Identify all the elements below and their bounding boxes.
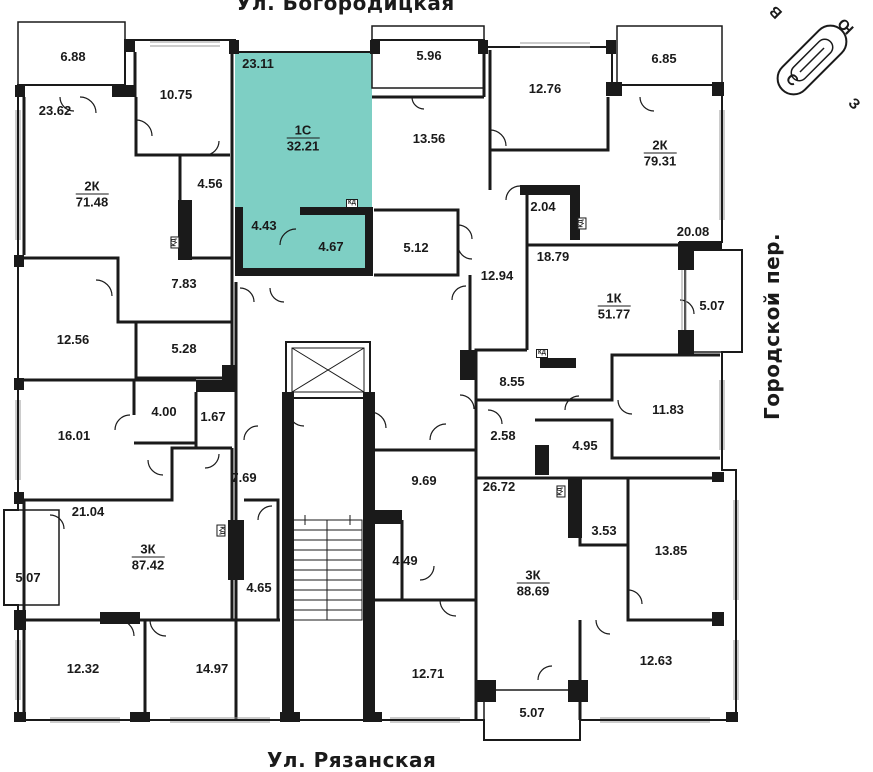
room-area: 12.94 <box>480 268 514 283</box>
room-area: 12.32 <box>66 661 100 676</box>
compass <box>776 24 848 96</box>
room-area: 4.43 <box>251 218 277 233</box>
apartment-1k-label[interactable]: 1К 51.77 <box>597 291 631 322</box>
room-area: 4.65 <box>246 580 272 595</box>
apartment-2k-left-label[interactable]: 2К 71.48 <box>75 179 109 210</box>
room-area: 5.07 <box>15 570 41 585</box>
room-area: 4.95 <box>572 438 598 453</box>
room-area: 4.56 <box>197 176 223 191</box>
street-label-bottom: Ул. Рязанская <box>267 748 437 772</box>
apartment-area: 71.48 <box>75 194 109 210</box>
kd-marker: КД <box>216 524 226 537</box>
apartment-number: 1С <box>286 123 320 139</box>
apartment-number: 3К <box>131 542 165 558</box>
apartment-number: 3К <box>516 568 550 584</box>
room-area: 5.07 <box>699 298 725 313</box>
kd-marker: КД <box>556 485 566 498</box>
apartment-number: 2К <box>75 179 109 195</box>
kd-marker: КД <box>170 236 180 249</box>
room-area: 4.49 <box>392 553 418 568</box>
room-area: 7.69 <box>231 470 257 485</box>
room-area: 5.28 <box>171 341 197 356</box>
room-area: 4.67 <box>318 239 344 254</box>
street-label-right: Городской пер. <box>760 232 784 420</box>
room-area: 5.07 <box>519 705 545 720</box>
apartment-3k-left-label[interactable]: 3К 87.42 <box>131 542 165 573</box>
room-area: 10.75 <box>159 87 193 102</box>
room-area: 12.56 <box>56 332 90 347</box>
room-area: 23.62 <box>38 103 72 118</box>
room-area: 26.72 <box>482 479 516 494</box>
apartment-1c-label[interactable]: 1С 32.21 <box>286 123 320 154</box>
room-area: 12.71 <box>411 666 445 681</box>
room-area: 2.58 <box>490 428 516 443</box>
room-area: 3.53 <box>591 523 617 538</box>
room-area: 23.11 <box>242 56 274 71</box>
room-area: 18.79 <box>536 249 570 264</box>
room-area: 13.56 <box>412 131 446 146</box>
room-area: 14.97 <box>195 661 229 676</box>
apartment-3k-right-label[interactable]: 3К 88.69 <box>516 568 550 599</box>
room-area: 1.67 <box>200 409 226 424</box>
room-area: 7.83 <box>171 276 197 291</box>
apartment-area: 51.77 <box>597 306 631 322</box>
room-area: 11.83 <box>652 402 684 417</box>
apartment-area: 88.69 <box>516 583 550 599</box>
elevator <box>285 341 371 399</box>
room-area: 4.00 <box>151 404 177 419</box>
street-label-top: Ул. Богородицкая <box>236 0 455 15</box>
apartment-number: 2К <box>643 138 677 154</box>
room-area: 8.55 <box>499 374 525 389</box>
apartment-area: 79.31 <box>643 153 677 169</box>
room-area: 16.01 <box>57 428 91 443</box>
room-area: 12.76 <box>528 81 562 96</box>
room-area: 5.12 <box>403 240 429 255</box>
apartment-area: 87.42 <box>131 557 165 573</box>
apartment-area: 32.21 <box>286 138 320 154</box>
room-area: 6.88 <box>60 49 86 64</box>
room-area: 21.04 <box>71 504 105 519</box>
room-area: 2.04 <box>530 199 556 214</box>
kd-marker: КД <box>577 217 587 230</box>
room-area: 6.85 <box>651 51 677 66</box>
kd-marker: КД <box>346 199 358 208</box>
kd-marker: КД <box>536 349 548 358</box>
room-area: 20.08 <box>676 224 710 239</box>
apartment-2k-right-label[interactable]: 2К 79.31 <box>643 138 677 169</box>
room-area: 13.85 <box>654 543 688 558</box>
apartment-number: 1К <box>597 291 631 307</box>
room-area: 12.63 <box>639 653 673 668</box>
room-area: 5.96 <box>416 48 442 63</box>
staircase <box>291 515 363 621</box>
room-area: 9.69 <box>411 473 437 488</box>
